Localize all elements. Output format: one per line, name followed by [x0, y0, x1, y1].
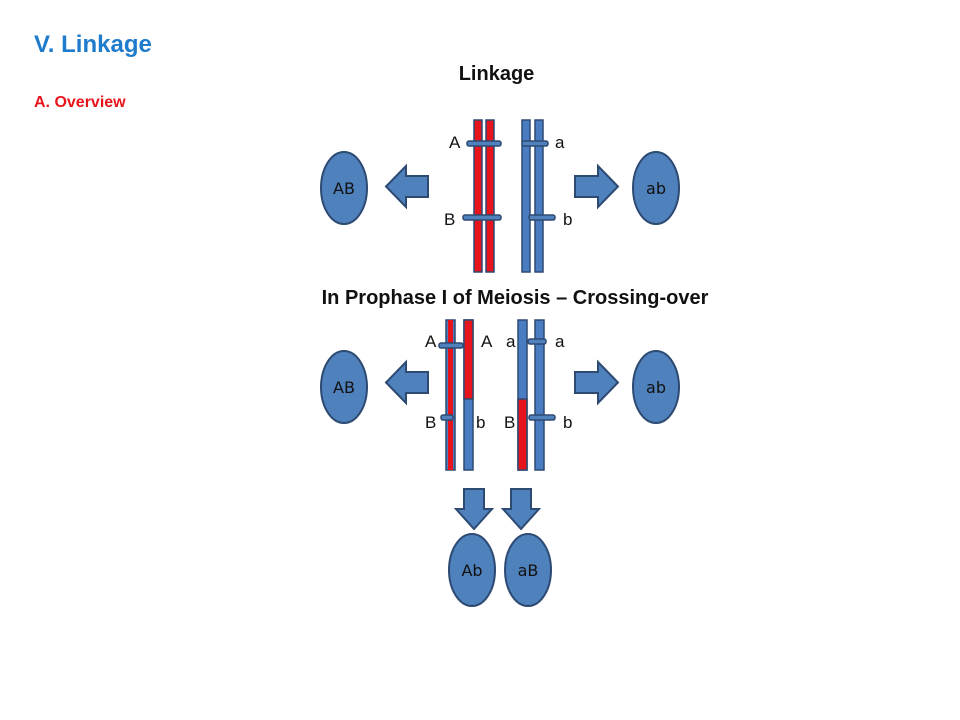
gene-label: a	[506, 332, 516, 351]
gamete-label: ab	[646, 179, 666, 198]
arrow-down-icon	[500, 488, 542, 531]
chromatid-red-segment	[517, 398, 528, 471]
linkage-chromosome-pair	[462, 119, 556, 273]
recombinant-gamete-label: Ab	[461, 561, 482, 580]
chromatid	[534, 319, 545, 471]
gene-label: a	[555, 332, 565, 351]
gene-label: B	[504, 413, 515, 432]
arrow-left-icon	[384, 359, 429, 406]
crossing-over-chromosome-pair	[438, 319, 556, 471]
linkage-heading: Linkage	[458, 63, 535, 85]
gene-locus-a	[438, 342, 464, 349]
gene-locus-b	[462, 214, 502, 221]
gene-locus-a	[527, 338, 547, 345]
slide-subtitle: A. Overview	[34, 94, 126, 111]
gene-locus-b	[440, 414, 454, 421]
gene-locus-a	[521, 140, 549, 147]
chromosome-paternal	[521, 119, 556, 273]
gene-label: b	[563, 413, 572, 432]
chromatid	[521, 119, 531, 273]
gene-locus-a	[466, 140, 502, 147]
gene-label: A	[481, 332, 493, 351]
gene-label: b	[563, 210, 572, 229]
gene-locus-b	[528, 214, 556, 221]
gene-label: A	[425, 332, 437, 351]
crossing-over-heading: In Prophase I of Meiosis – Crossing-over	[321, 287, 709, 309]
recombinant-gamete-label: aB	[518, 561, 539, 580]
chromatid	[473, 119, 483, 273]
chromatid	[534, 119, 544, 273]
chromatid-red-segment	[448, 320, 453, 470]
gamete-label: AB	[333, 179, 355, 198]
slide-title: V. Linkage	[34, 31, 152, 58]
chromatid-red-segment	[463, 319, 474, 400]
gene-label: a	[555, 133, 565, 152]
gamete-oval	[320, 151, 368, 225]
gamete-oval	[632, 151, 680, 225]
gene-label: b	[476, 413, 485, 432]
arrow-right-icon	[574, 359, 620, 406]
gamete-label: ab	[646, 378, 666, 397]
chromosome-maternal	[462, 119, 502, 273]
gamete-label: AB	[333, 378, 355, 397]
gamete-oval	[632, 350, 680, 424]
arrow-left-icon	[384, 163, 429, 210]
gene-label: B	[444, 210, 455, 229]
gamete-oval	[320, 350, 368, 424]
recombinant-gamete-oval	[448, 533, 496, 607]
gene-label: A	[449, 133, 461, 152]
recombinant-gamete-oval	[504, 533, 552, 607]
gene-locus-b	[528, 414, 556, 421]
gene-label: B	[425, 413, 436, 432]
arrow-right-icon	[574, 163, 620, 210]
chromatid	[485, 119, 495, 273]
arrow-down-icon	[453, 488, 495, 531]
